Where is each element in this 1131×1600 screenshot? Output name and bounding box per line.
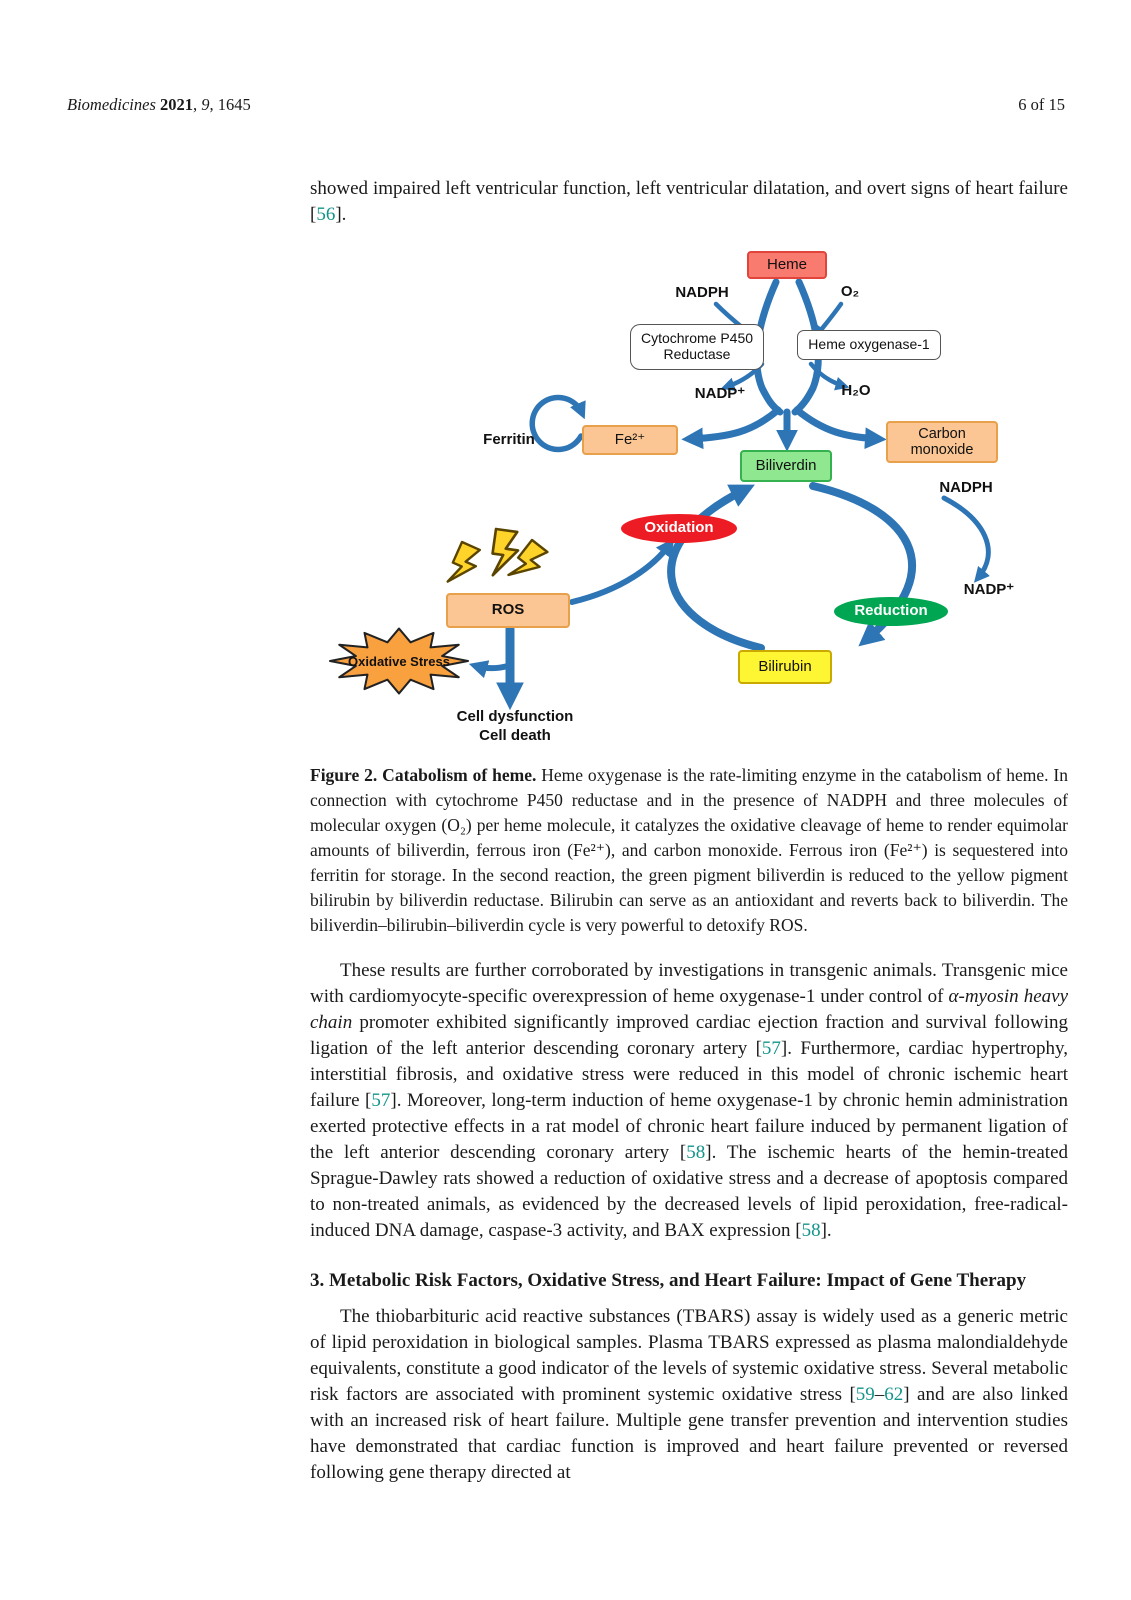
paragraph-continuation: showed impaired left ventricular functio… [310,176,1068,228]
oxygen-label: O₂ [840,283,860,300]
text-segment: – [874,1384,885,1405]
reference-link[interactable]: 62 [884,1384,904,1405]
to-oxidative-stress-arrow [468,660,511,679]
text-column: showed impaired left ventricular functio… [310,176,1068,1486]
heme-left-stream-arrow [753,278,784,416]
bilirubin-node: Bilirubin [738,650,832,684]
cytochrome-p450-reductase-node: Cytochrome P450 Reductase [630,324,764,370]
text-segment: , 1645 [209,95,251,114]
carbon-monoxide-node: Carbon monoxide [886,421,998,463]
figure-2-caption: Figure 2. Catabolism of heme. Heme oxyge… [310,763,1068,938]
ferritin-label: Ferritin [483,431,535,448]
text-segment: ]. The ischemic hearts of the hemin-trea… [310,1142,1068,1241]
text-segment: ]. [335,204,347,225]
section-3-heading: 3. Metabolic Risk Factors, Oxidative Str… [310,1270,1027,1291]
page-number: 6 of 15 [1018,95,1065,114]
oxidation-node: Oxidation [621,514,737,543]
text-segment: ]. Furthermore, cardiac hypertrophy, int… [310,1038,1068,1111]
heme-node: Heme [747,251,827,279]
reference-link[interactable]: 57 [761,1038,781,1059]
text-segment: Biomedicines [67,95,156,114]
text-segment: ]. Moreover, long-term induction of heme… [310,1090,1069,1163]
ros-node: ROS [446,593,570,628]
text-segment: promoter exhibited significantly improve… [310,1012,1068,1059]
journal-citation: Biomedicines 2021, 9, 1645 [67,95,251,115]
text-segment: ]. [820,1220,832,1241]
text-segment: 9 [201,95,210,114]
biliverdin-node: Biliverdin [740,450,832,482]
reference-link[interactable]: 58 [801,1220,821,1241]
ros-to-oxidation-arrow [569,537,675,605]
nadph-right-label: NADPH [939,479,993,496]
text-segment: Heme oxygenase is the rate-limiting enzy… [310,765,1068,935]
reference-link[interactable]: 58 [686,1142,706,1163]
nadp-right-label: NADP⁺ [963,581,1015,598]
reduction-node: Reduction [834,597,948,626]
text-segment: ] and are also linked with an increased … [310,1384,1068,1483]
nadph-to-nadp-arrow [941,495,991,583]
to-ferrous-iron-arrow [681,406,782,450]
paragraph-transgenic-animals: These results are further corroborated b… [310,958,1068,1244]
paragraph-tbars: The thiobarbituric acid reactive substan… [310,1304,1068,1486]
starburst-icon [329,627,469,695]
to-carbon-monoxide-arrow [793,406,887,450]
text-segment: These results are further corroborated b… [310,960,1068,1007]
cell-dysfunction-text: Cell dysfunction [456,708,574,725]
running-head: Biomedicines 2021, 9, 1645 6 of 15 [67,95,1065,115]
text-segment: 2021 [160,95,194,114]
nadph-in-label: NADPH [675,284,729,301]
nadp-out-label: NADP⁺ [694,385,746,402]
text-segment: , [193,95,202,114]
text-segment: The thiobarbituric acid reactive substan… [310,1306,1068,1405]
heme-catabolism-diagram: Heme NADPH O₂ Cytochrome P450 Reductase … [310,246,1068,751]
oxidative-stress-node: Oxidative Stress [328,626,470,696]
ferritin-loop-arrow [529,394,586,453]
text-segment: Figure 2. Catabolism of heme. [310,765,537,785]
lightning-bolts-icon [446,527,549,583]
heme-right-stream-arrow [791,278,822,416]
reference-link[interactable]: 56 [316,204,336,225]
h2o-out-arrow [808,361,850,391]
figure-2: Heme NADPH O₂ Cytochrome P450 Reductase … [310,246,1068,938]
oxidative-stress-label: Oxidative Stress [348,653,450,669]
oxidation-cycle-arrow [667,484,765,652]
text-segment: α-myosin heavy chain [310,986,1068,1033]
heme-oxygenase-1-node: Heme oxygenase-1 [797,330,941,360]
cell-outcome-label: Cell dysfunction Cell death [450,708,580,746]
reference-link[interactable]: 59 [855,1384,875,1405]
cell-death-text: Cell death [479,726,551,744]
ferrous-iron-node: Fe²⁺ [582,425,678,455]
reference-link[interactable]: 57 [371,1090,391,1111]
text-segment: showed impaired left ventricular functio… [310,178,1068,225]
water-label: H₂O [841,382,871,399]
